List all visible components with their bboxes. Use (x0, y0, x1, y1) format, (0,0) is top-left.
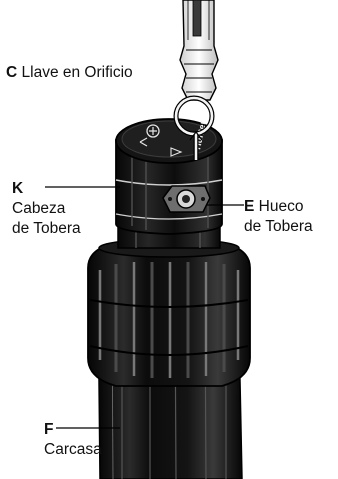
label-housing-f: F Carcasa (44, 420, 102, 460)
top-cap: Hunter (115, 118, 223, 164)
label-text-c: Llave en Orificio (21, 64, 133, 81)
label-text-e-line2: de Tobera (244, 218, 313, 235)
label-key-c: C Llave en Orificio (6, 63, 133, 83)
label-letter-k: K (12, 180, 24, 197)
label-text-e-line1: Hueco (258, 198, 304, 215)
label-letter-e: E (244, 198, 255, 215)
adjustment-key (173, 0, 219, 160)
label-text-k-line1: Cabeza (12, 200, 66, 217)
label-letter-c: C (6, 64, 18, 81)
collar-cap (87, 238, 251, 387)
label-nozzle-port-e: E Hueco de Tobera (244, 197, 313, 237)
label-text-k-line2: de Tobera (12, 220, 81, 237)
label-letter-f: F (44, 421, 54, 438)
label-text-f: Carcasa (44, 441, 102, 458)
label-nozzle-head-k: K Cabeza de Tobera (12, 179, 81, 239)
nozzle-head (115, 139, 223, 235)
nozzle-port (162, 185, 211, 213)
leader-lines (45, 186, 244, 429)
